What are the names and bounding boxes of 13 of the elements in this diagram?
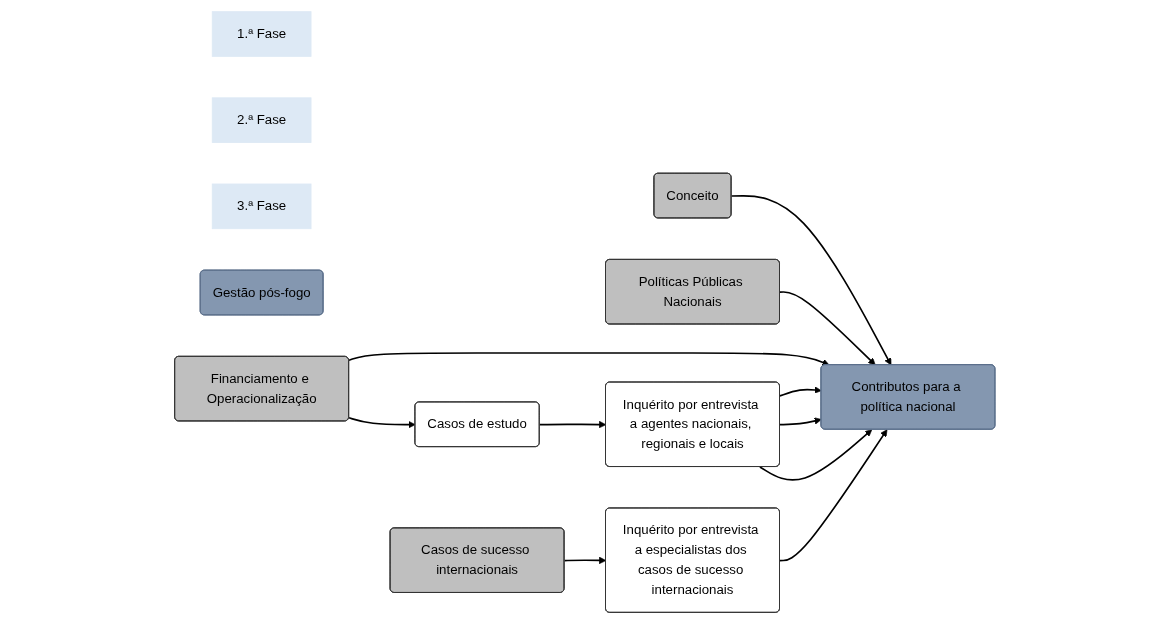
- node-box: 1.ª Fase: [212, 11, 312, 57]
- arrow: [348, 417, 416, 429]
- node-box: 3.ª Fase: [212, 183, 312, 230]
- node-box: 2.ª Fase: [212, 97, 312, 143]
- arrow: [730, 195, 892, 366]
- arrow: [539, 420, 607, 429]
- arrow: [759, 429, 873, 481]
- arrow: [779, 386, 822, 397]
- arrow: [779, 417, 822, 426]
- arrow: [563, 556, 607, 565]
- arrow: [779, 291, 876, 366]
- arrow: [779, 429, 888, 562]
- arrow: [348, 352, 830, 366]
